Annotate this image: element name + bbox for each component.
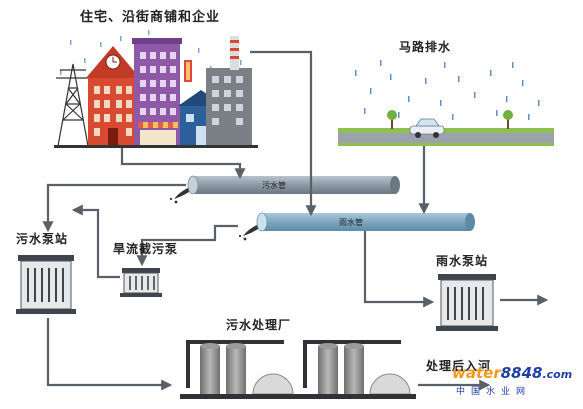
red-house-icon — [86, 46, 140, 146]
arrow-rain-pipe-to-interceptor — [136, 224, 238, 267]
buildings-illustration — [54, 30, 258, 148]
arrow-interceptor-to-sewage-pump — [71, 204, 120, 279]
power-tower-icon — [56, 63, 90, 147]
treatment-plant-icon — [180, 340, 416, 399]
label-treatment-plant: 污水处理厂 — [226, 318, 292, 332]
ground-line — [54, 145, 258, 148]
arrow-sewage-pipe-to-pump — [42, 183, 186, 233]
road-illustration — [338, 60, 554, 146]
tree-icon-right — [503, 110, 513, 129]
label-rain-pump-station: 雨水泵站 — [436, 254, 489, 268]
rain-pipe-outflow-icon — [238, 225, 258, 241]
label-rain-pipe: 雨水管 — [339, 218, 363, 227]
watermark-site-name: 中国水业网 — [456, 387, 532, 397]
label-sewage-pipe: 污水管 — [262, 181, 286, 190]
watermark-logo: water8848.com — [452, 364, 573, 382]
rain-pump-station-icon — [436, 274, 498, 331]
tree-icon-left — [387, 110, 397, 129]
rain-drops-road — [355, 60, 540, 120]
label-discharge-to-river: 处理后入河 — [426, 359, 492, 373]
car-icon — [409, 118, 445, 138]
arrow-sewage-pump-to-plant — [46, 318, 173, 391]
arrow-buildings-to-rain-pipe — [250, 50, 317, 217]
interceptor-pump-icon — [120, 268, 162, 297]
shop-sign-icon — [184, 60, 192, 82]
factory-icon — [206, 36, 252, 146]
sewage-pipe — [187, 175, 400, 195]
arrow-rain-pipe-to-rain-pump — [363, 231, 435, 308]
flow-arrows — [42, 50, 549, 391]
arrow-buildings-to-sewage-pipe — [120, 148, 246, 180]
label-road-drainage: 马路排水 — [399, 40, 452, 54]
label-sewage-pump-station: 污水泵站 — [16, 232, 69, 246]
rain-pipe — [256, 212, 475, 232]
purple-tower-icon — [132, 38, 182, 146]
sewage-pipe-outflow-icon — [169, 188, 189, 204]
label-buildings: 住宅、沿街商铺和企业 — [80, 10, 221, 25]
label-dry-weather-interceptor: 旱流截污泵 — [113, 242, 179, 256]
sewage-pump-station-icon — [16, 255, 76, 314]
